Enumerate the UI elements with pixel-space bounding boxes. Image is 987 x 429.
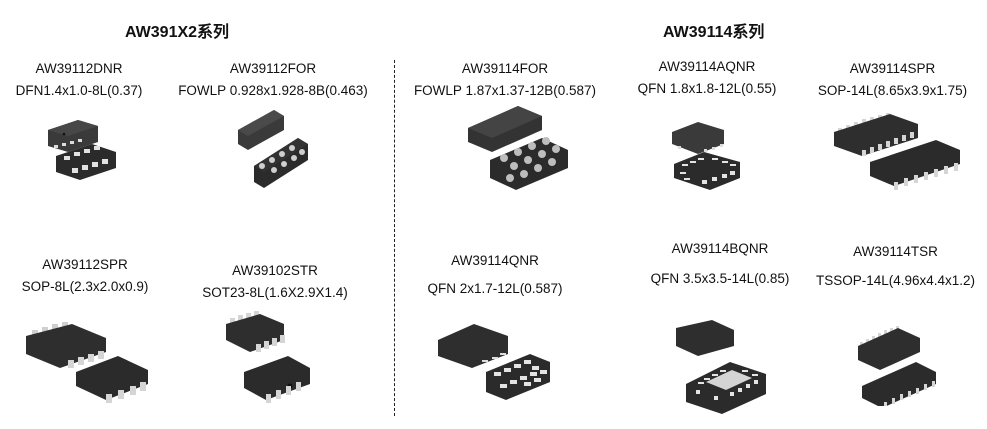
part-label-aw39114tsr: AW39114TSR TSSOP-14L(4.96x4.4x1.2) (808, 243, 983, 290)
chip-image-wlp12 (468, 106, 568, 190)
package-spec: QFN 2x1.7-12L(0.587) (427, 281, 563, 296)
series-title-aw391x2: AW391X2系列 (125, 24, 230, 41)
part-label-aw39114for: AW39114FOR FOWLP 1.87x1.37-12B(0.587) (405, 60, 605, 100)
part-label-aw39112dnr: AW39112DNR DFN1.4x1.0-8L(0.37) (14, 60, 144, 100)
chip-image-qfn14 (676, 320, 766, 414)
part-name: AW39112SPR (42, 257, 128, 272)
part-name: AW39114QNR (451, 253, 539, 268)
part-label-aw39114qnr: AW39114QNR QFN 2x1.7-12L(0.587) (420, 252, 570, 298)
package-spec: DFN1.4x1.0-8L(0.37) (15, 83, 143, 98)
part-name: AW39102STR (232, 263, 318, 278)
package-spec: TSSOP-14L(4.96x4.4x1.2) (815, 273, 976, 288)
package-spec: SOT23-8L(1.6X2.9X1.4) (202, 285, 348, 300)
chip-image-qfn12 (672, 122, 740, 190)
chip-image-sop8 (26, 322, 148, 403)
part-name: AW39114FOR (461, 61, 549, 76)
chip-image-qfn12b (438, 324, 550, 400)
chip-image-sot8 (226, 311, 310, 403)
chip-image-dfn8 (48, 120, 116, 180)
package-spec: SOP-8L(2.3x2.0x0.9) (21, 279, 149, 294)
part-label-aw39114bqnr: AW39114BQNR QFN 3.5x3.5-14L(0.85) (640, 240, 800, 288)
package-spec: QFN 1.8x1.8-12L(0.55) (637, 81, 777, 96)
part-label-aw39112spr: AW39112SPR SOP-8L(2.3x2.0x0.9) (10, 256, 160, 296)
chip-image-wlp8 (238, 110, 308, 188)
package-spec: FOWLP 0.928x1.928-8B(0.463) (178, 83, 368, 98)
part-name: AW39112FOR (229, 61, 317, 76)
part-name: AW39114AQNR (658, 59, 756, 74)
chip-image-tssop14 (858, 326, 936, 406)
part-name: AW39114TSR (853, 244, 938, 259)
package-spec: QFN 3.5x3.5-14L(0.85) (650, 271, 790, 286)
series-title-aw39114: AW39114系列 (663, 24, 765, 41)
package-spec: FOWLP 1.87x1.37-12B(0.587) (413, 83, 597, 98)
part-name: AW39112DNR (35, 61, 123, 76)
chip-image-sop14 (834, 113, 960, 190)
part-name: AW39114BQNR (671, 241, 769, 256)
part-label-aw39114aqnr: AW39114AQNR QFN 1.8x1.8-12L(0.55) (632, 58, 782, 98)
part-label-aw39112for: AW39112FOR FOWLP 0.928x1.928-8B(0.463) (168, 60, 378, 100)
part-label-aw39102str: AW39102STR SOT23-8L(1.6X2.9X1.4) (185, 262, 365, 302)
series-divider (394, 60, 395, 416)
part-label-aw39114spr: AW39114SPR SOP-14L(8.65x3.9x1.75) (805, 60, 980, 100)
package-spec: SOP-14L(8.65x3.9x1.75) (817, 83, 968, 98)
part-name: AW39114SPR (849, 61, 936, 76)
